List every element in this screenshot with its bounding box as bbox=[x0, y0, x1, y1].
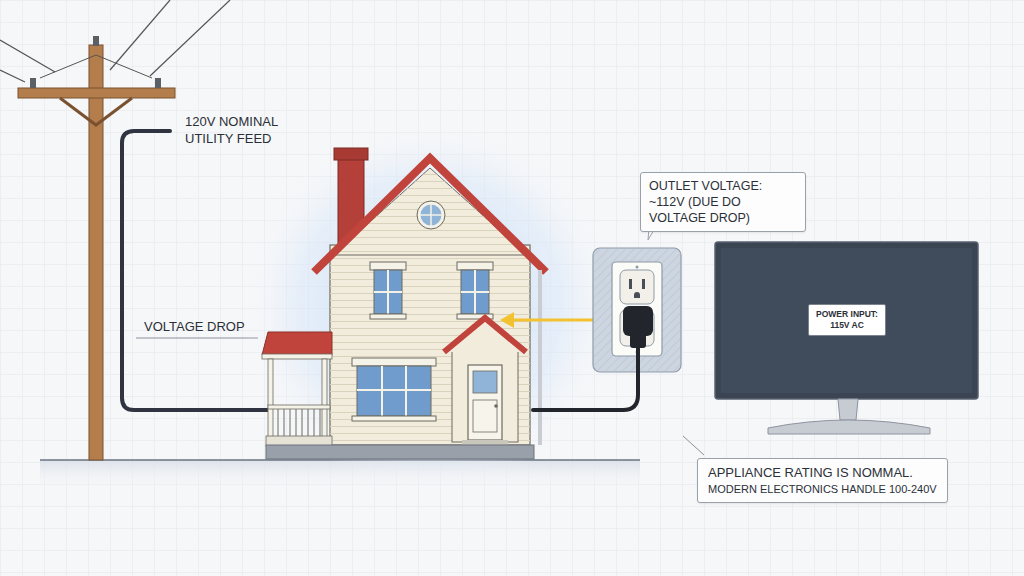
utility-pole bbox=[18, 36, 175, 460]
power-cord bbox=[533, 346, 638, 410]
television bbox=[715, 242, 978, 434]
callout-text: OUTLET VOLTAGE: ~112V (DUE DO VOLTAGE DR… bbox=[649, 178, 797, 226]
note-box: APPLIANCE RATING IS NOMMAL.MODERN ELECTR… bbox=[697, 458, 948, 503]
callout-box: OUTLET VOLTAGE: ~112V (DUE DO VOLTAGE DR… bbox=[640, 172, 806, 232]
flow-arrow bbox=[500, 312, 608, 328]
rating-text: POWER INPUT: 115V AC bbox=[813, 309, 881, 331]
note-body: MODERN ELECTRONICS HANDLE 100-240V bbox=[708, 482, 937, 497]
note-heading: APPLIANCE RATING IS NOMMAL. bbox=[708, 464, 937, 482]
feed-label: 120V NOMINAL UTILITY FEED bbox=[185, 113, 285, 147]
overhead-wires bbox=[0, 0, 230, 82]
label-underline bbox=[136, 338, 258, 339]
leader-line bbox=[683, 436, 704, 455]
drop-label: VOLTAGE DROP bbox=[144, 319, 245, 335]
house bbox=[262, 148, 546, 459]
rating-label: POWER INPUT: 115V AC bbox=[808, 304, 886, 336]
